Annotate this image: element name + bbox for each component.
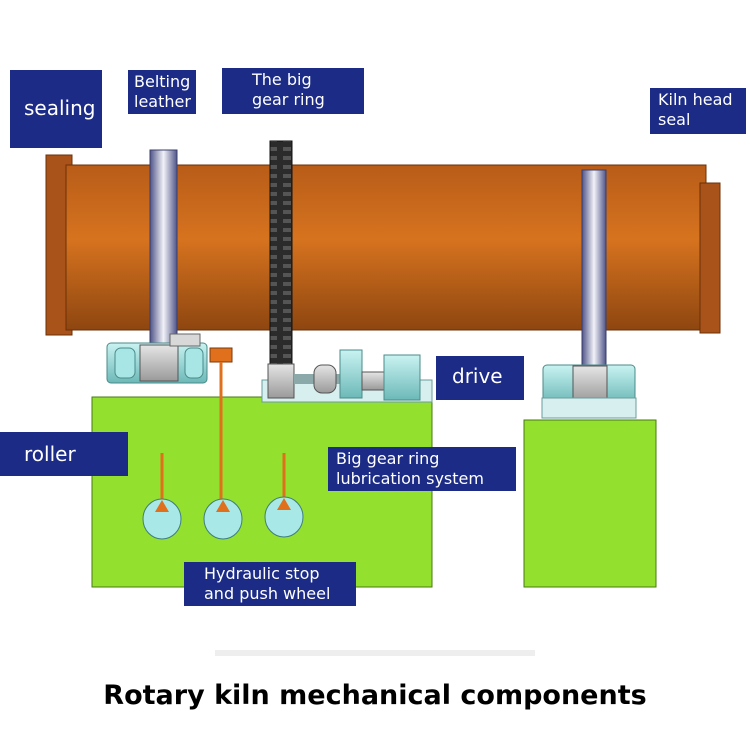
left-pier-base xyxy=(91,396,433,588)
drive-assembly xyxy=(261,349,433,403)
hydraulic-wheel-1 xyxy=(142,453,182,540)
right-tire-ring xyxy=(581,169,607,366)
label-lubrication-system: Big gear ring lubrication system xyxy=(328,447,516,491)
label-roller: roller xyxy=(0,432,128,476)
label-big-gear-ring: The big gear ring xyxy=(222,68,364,114)
left-tire-ring xyxy=(149,149,178,346)
right-pier-base xyxy=(523,419,657,588)
hydraulic-wheel-3 xyxy=(264,453,304,538)
diagram-caption: Rotary kiln mechanical components xyxy=(103,680,647,711)
label-kiln-head-seal: Kiln head seal xyxy=(650,88,746,134)
label-drive: drive xyxy=(436,356,524,400)
right-roller-assembly xyxy=(541,364,637,419)
ground-shadow xyxy=(215,650,535,656)
label-hydraulic-stop: Hydraulic stop and push wheel xyxy=(184,562,356,606)
left-roller-assembly xyxy=(106,333,208,384)
big-gear-ring-teeth xyxy=(269,140,293,402)
label-belting-leather: Belting leather xyxy=(128,70,196,114)
kiln-cylinder xyxy=(45,154,721,336)
hydraulic-wheel-2 xyxy=(203,498,243,540)
lubrication-nozzle xyxy=(209,347,233,363)
label-sealing: sealing xyxy=(10,70,102,148)
